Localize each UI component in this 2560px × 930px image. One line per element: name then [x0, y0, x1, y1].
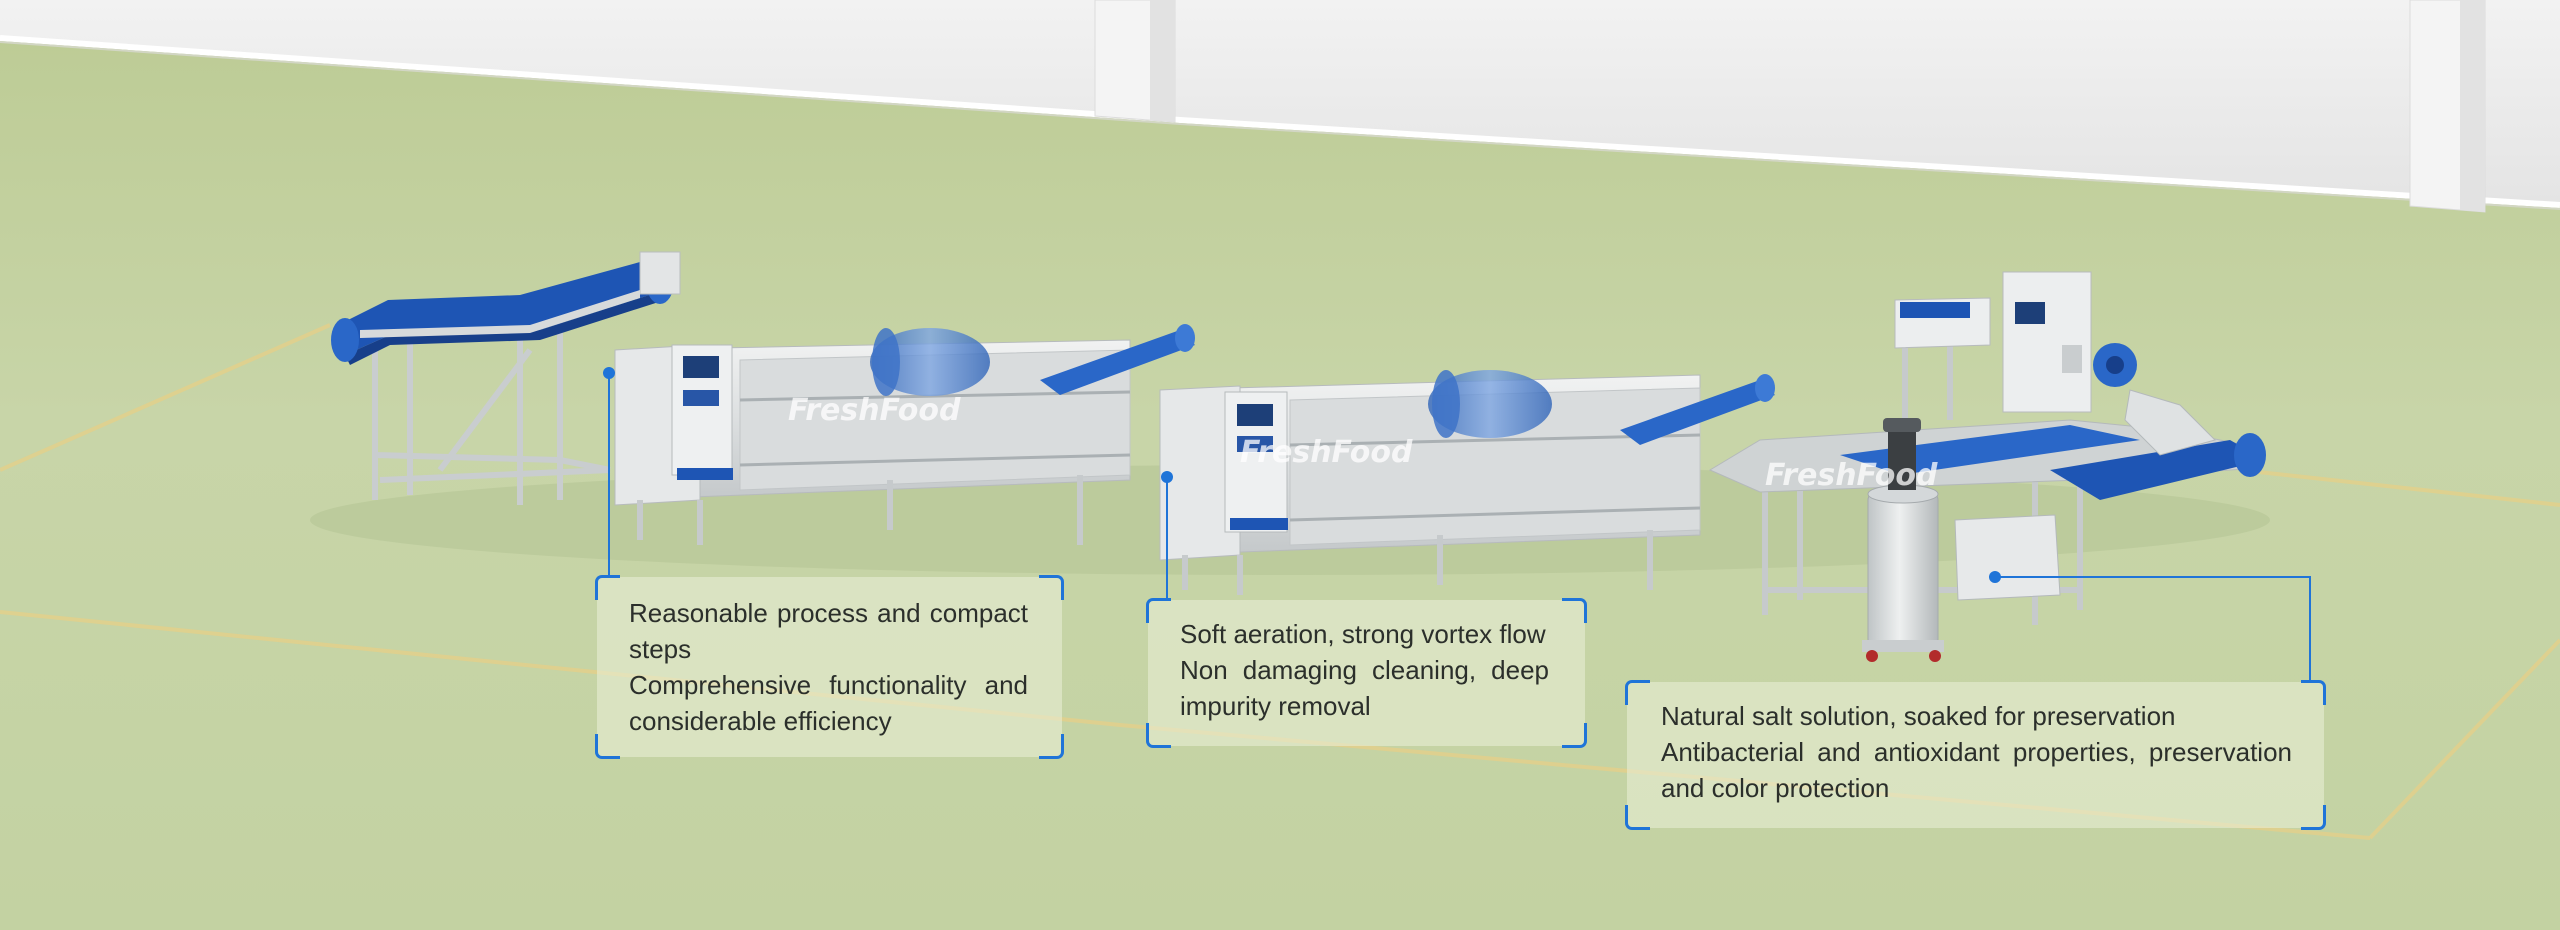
callout-3-line-1: Natural salt solution, soaked for preser…	[1661, 701, 2176, 731]
callout-card-process: Reasonable process and compact steps Com…	[595, 575, 1064, 759]
soaking-machine: FreshFood	[1708, 271, 2266, 662]
back-wall	[0, 0, 2560, 205]
feeding-conveyor	[331, 251, 681, 505]
callout-card-preservation: Natural salt solution, soaked for preser…	[1625, 680, 2326, 830]
callout-dot-3	[1989, 571, 2001, 583]
callout-dot-2	[1161, 471, 1173, 483]
soaker-watermark: FreshFood	[1765, 458, 1938, 493]
salt-solution-tank	[1867, 491, 1939, 648]
callout-leaders	[608, 373, 2311, 680]
callout-dot-1	[603, 367, 615, 379]
washer-1-watermark: FreshFood	[788, 393, 961, 428]
bubble-washer-1: FreshFood	[614, 324, 1195, 545]
washer-2-watermark: FreshFood	[1240, 435, 1413, 470]
bubble-washer-2: FreshFood	[1159, 370, 1775, 595]
callout-1-line-2: Comprehensive functionality and consider…	[629, 670, 1028, 736]
callout-card-cleaning: Soft aeration, strong vortex flow Non da…	[1146, 598, 1587, 748]
callout-3-line-2: Antibacterial and antioxidant properties…	[1661, 737, 2292, 803]
callout-1-line-1: Reasonable process and compact steps	[629, 598, 1028, 664]
callout-2-line-2: Non damaging cleaning, deep impurity rem…	[1180, 655, 1549, 721]
callout-2-line-1: Soft aeration, strong vortex flow	[1180, 619, 1546, 649]
